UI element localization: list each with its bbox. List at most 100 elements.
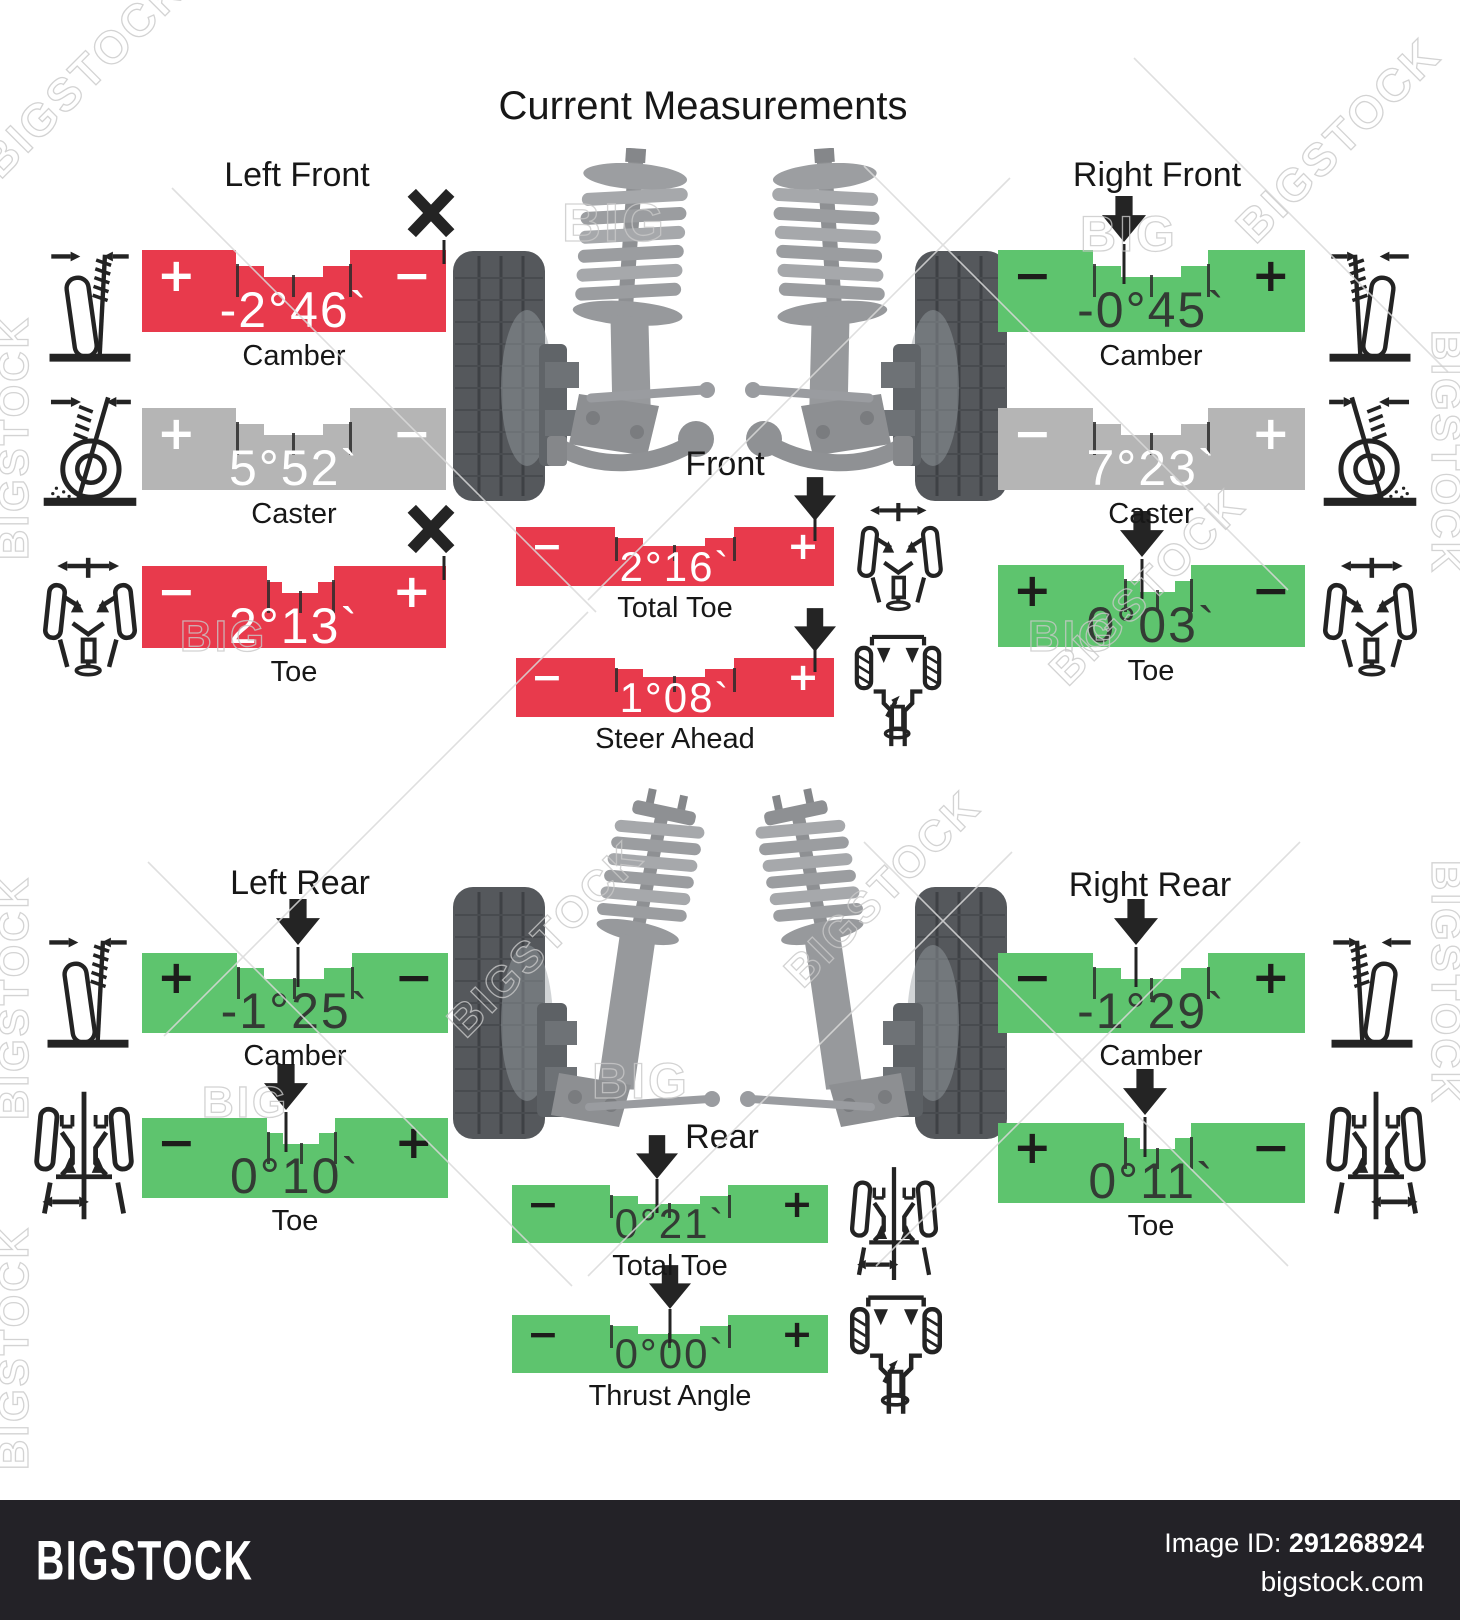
down-arrow-icon	[276, 899, 320, 945]
website-link[interactable]: bigstock.com	[1260, 1566, 1424, 1597]
gauge-left-rear-camber: + − -1°25`	[142, 953, 448, 1037]
gauge-value: 0°10`	[229, 1147, 361, 1204]
gauge-label: Toe	[1127, 1210, 1175, 1242]
down-arrow-icon	[1123, 1069, 1167, 1115]
suspension-illustration-front-right	[729, 148, 1019, 518]
needle	[284, 1112, 288, 1152]
gauge-label: Total Toe	[612, 1250, 728, 1282]
gauge-label: Camber	[1099, 340, 1203, 372]
needle	[442, 556, 446, 580]
image-id-label: Image ID:	[1164, 1528, 1282, 1558]
gauge-sign-right: +	[781, 1312, 813, 1357]
watermark-text: BIGSTOCK	[1225, 27, 1451, 253]
needle	[1134, 947, 1138, 987]
gauge-value: 2°16`	[619, 542, 731, 590]
watermark-text: BIGSTOCK	[0, 874, 38, 1120]
thrust-angle-icon	[846, 1286, 946, 1420]
rear-total-toe-icon	[844, 1162, 944, 1286]
gauge-value: 1°08`	[619, 673, 731, 721]
gauge-value: -2°46`	[219, 281, 369, 338]
needle	[1122, 244, 1126, 284]
camber-icon	[44, 926, 132, 1054]
gauge-notch-deep	[1120, 408, 1181, 436]
camber-icon	[46, 242, 134, 366]
gauge-sign-left: −	[527, 1312, 559, 1357]
gauge-label: Steer Ahead	[595, 723, 755, 755]
watermark-text: BIGSTOCK	[1422, 859, 1460, 1105]
section-heading-front: Front	[685, 445, 765, 483]
gauge-thrust-angle: − + 0°00`	[512, 1312, 828, 1376]
toe-icon	[40, 550, 140, 682]
down-arrow-icon	[636, 1135, 678, 1179]
suspension-illustration-rear-right	[729, 775, 1019, 1170]
gauge-left-front-caster: + − 5°52`	[142, 408, 446, 494]
gauge-right-front-caster: − + 7°23`	[998, 408, 1305, 494]
gauge-notch-deep	[1120, 250, 1181, 278]
watermark-text: BIGSTOCK	[0, 0, 196, 188]
gauge-label: Caster	[1108, 498, 1194, 530]
gauge-label: Camber	[1099, 1040, 1203, 1072]
gauge-rear-total-toe: − + 0°21`	[512, 1185, 828, 1247]
gauge-notch-deep	[1139, 565, 1176, 593]
needle	[813, 648, 817, 672]
gauge-notch-deep	[282, 566, 318, 594]
watermark-text: BIGSTOCK	[0, 314, 38, 560]
page-title: Current Measurements	[498, 84, 908, 128]
tick-mark	[609, 1324, 613, 1349]
tick-mark	[1156, 590, 1160, 612]
caster-icon	[1320, 392, 1420, 510]
gauge-notch-deep	[264, 953, 325, 980]
steer-ahead-icon	[850, 626, 946, 752]
gauge-right-rear-camber: − + -1°29`	[998, 953, 1305, 1037]
tick-mark	[732, 668, 736, 692]
section-heading-right-rear: Right Rear	[1068, 866, 1232, 904]
section-heading-left-front: Left Front	[224, 156, 370, 194]
suspension-illustration-rear-left	[441, 775, 731, 1170]
gauge-label: Camber	[243, 1040, 347, 1072]
image-id-number: 291268924	[1288, 1528, 1424, 1558]
out-of-range-cross-icon	[405, 188, 457, 238]
gauge-notch-deep	[643, 658, 706, 678]
down-arrow-icon	[794, 608, 836, 652]
gauge-notch-deep	[283, 1118, 319, 1145]
gauge-notch-deep	[1120, 953, 1181, 980]
gauge-label: Caster	[251, 498, 337, 530]
gauge-value: 5°52`	[228, 439, 360, 496]
gauge-right-rear-toe: + − 0°11`	[998, 1123, 1305, 1207]
needle	[296, 947, 300, 987]
down-arrow-icon	[794, 477, 836, 521]
tick-mark	[673, 676, 677, 692]
watermark-text: BIGSTOCK	[0, 1224, 38, 1470]
gauge-right-front-toe: + − 0°03`	[998, 565, 1305, 651]
gauge-value: 0°03`	[1086, 596, 1217, 653]
tick-mark	[614, 668, 618, 692]
rear-axle-icon	[1322, 1086, 1430, 1226]
needle	[655, 1179, 659, 1213]
gauge-front-total-toe: − + 2°16`	[516, 527, 834, 590]
total-toe-icon	[852, 498, 948, 614]
tick-mark	[1190, 578, 1194, 612]
gauge-value: -0°45`	[1077, 281, 1226, 338]
gauge-value: -1°25`	[220, 982, 370, 1039]
tick-mark	[1123, 578, 1127, 612]
out-of-range-cross-icon	[405, 504, 457, 554]
gauge-value: 0°21`	[614, 1199, 726, 1247]
image-id: Image ID: 291268924	[1164, 1528, 1424, 1559]
gauge-value: 2°13`	[228, 597, 360, 654]
down-arrow-icon	[1102, 196, 1146, 242]
gauge-value: 0°11`	[1088, 1152, 1215, 1209]
camber-icon	[1326, 242, 1414, 366]
watermark-text: BIGSTOCK	[1422, 329, 1460, 575]
section-heading-rear: Rear	[685, 1118, 759, 1156]
gauge-left-rear-toe: − + 0°10`	[142, 1118, 448, 1202]
needle	[1140, 559, 1144, 599]
gauge-label: Total Toe	[617, 592, 733, 624]
needle	[1143, 1117, 1147, 1157]
gauge-label: Toe	[1127, 655, 1175, 687]
footer-bar: BIGSTOCK Image ID: 291268924 bigstock.co…	[0, 1500, 1460, 1620]
needle	[668, 1309, 672, 1343]
camber-icon	[1328, 926, 1416, 1054]
down-arrow-icon	[1114, 899, 1158, 945]
gauge-notch-deep	[263, 250, 323, 278]
